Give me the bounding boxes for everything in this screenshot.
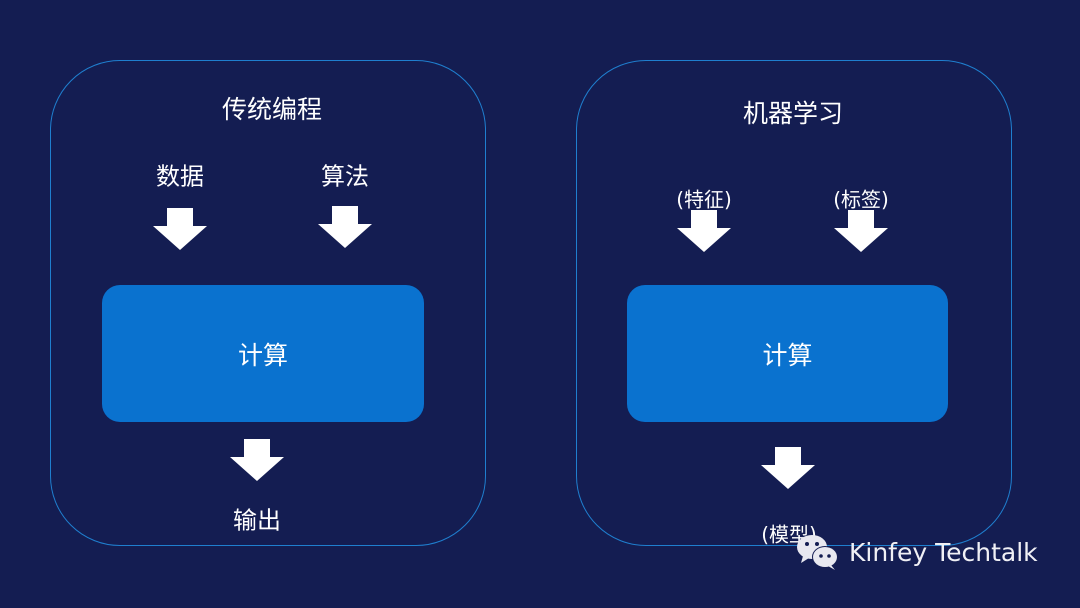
left-title: 传统编程	[221, 95, 323, 124]
right-title: 机器学习	[742, 99, 844, 128]
arrow-down-icon	[318, 206, 372, 248]
left-input-algorithm: 算法	[321, 162, 369, 191]
right-input-features: (特征)	[676, 187, 732, 212]
wechat-icon	[797, 535, 838, 570]
right-process-label: 计算	[762, 340, 813, 370]
right-input-labels: (标签)	[833, 187, 889, 212]
arrow-down-icon	[761, 447, 815, 489]
watermark: Kinfey Techtalk	[795, 532, 1038, 572]
left-process-label: 计算	[237, 340, 288, 370]
left-output: 输出	[233, 506, 281, 535]
arrow-down-icon	[677, 210, 731, 252]
arrow-down-icon	[834, 210, 888, 252]
right-process-box: 计算	[627, 285, 948, 422]
left-process-box: 计算	[102, 285, 424, 422]
left-input-data: 数据	[156, 162, 204, 191]
arrow-down-icon	[153, 208, 207, 250]
traditional-programming-panel	[50, 60, 486, 546]
arrow-down-icon	[230, 439, 284, 481]
machine-learning-panel	[576, 60, 1012, 546]
watermark-text: Kinfey Techtalk	[849, 537, 1038, 567]
